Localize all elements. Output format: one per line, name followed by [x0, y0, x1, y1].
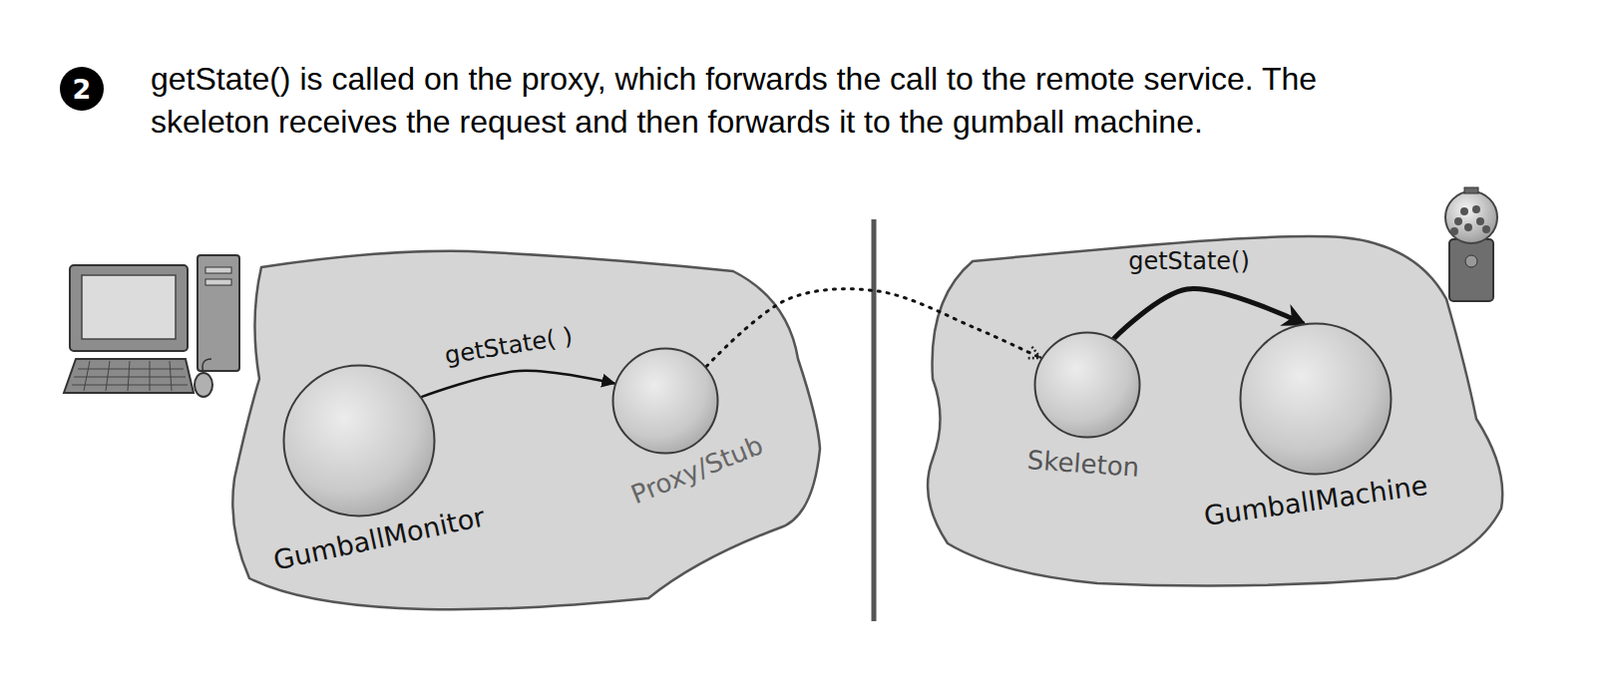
- machine-cap: [1464, 187, 1479, 194]
- server-region: [927, 236, 1503, 586]
- gumball: [1454, 217, 1463, 226]
- tower-slot: [205, 279, 232, 286]
- object-ball: [1240, 324, 1392, 475]
- computer-icon: [63, 255, 240, 398]
- client-region: [232, 251, 820, 610]
- object-circle: GumballMachine: [1238, 322, 1393, 476]
- circle-outline: [611, 347, 720, 455]
- machine-coin-slot: [1465, 255, 1478, 268]
- gumball: [1464, 223, 1473, 232]
- gumball-machine-icon: [1445, 187, 1498, 302]
- machine-base: [1449, 239, 1494, 302]
- tower-slot: [205, 267, 232, 274]
- gumball: [1476, 217, 1485, 226]
- tower: [197, 255, 240, 372]
- method-label: getState(): [1128, 248, 1250, 275]
- circle-outline: [282, 364, 436, 518]
- gumball: [1472, 205, 1481, 214]
- circle-outline: [1238, 322, 1393, 476]
- method-call-arrow: [1114, 289, 1303, 340]
- mouse-cable: [202, 359, 212, 374]
- step-description: getState() is called on the proxy, which…: [150, 57, 1328, 144]
- mouse: [194, 373, 213, 398]
- object-circle: Proxy/Stub: [611, 347, 720, 455]
- network-divider: [871, 219, 877, 622]
- object-ball: [1035, 333, 1141, 438]
- method-call-arrow: [421, 371, 615, 398]
- gumball: [1482, 225, 1491, 234]
- monitor-frame: [69, 265, 188, 352]
- monitor-screen: [81, 275, 176, 340]
- circle-outline: [1033, 331, 1142, 439]
- object-ball: [613, 349, 719, 454]
- object-circle: Skeleton: [1033, 331, 1142, 439]
- object-ball: [284, 366, 435, 517]
- object-name: GumballMachine: [1201, 469, 1430, 532]
- callout-circle: [59, 66, 104, 111]
- gumball: [1450, 227, 1459, 236]
- gumball: [1460, 207, 1469, 216]
- gumballs: [1450, 205, 1491, 236]
- machine-globe: [1445, 191, 1498, 244]
- callout-number: 2: [72, 75, 92, 103]
- object-circle: GumballMonitor: [282, 364, 436, 518]
- remote-call-link: [706, 289, 1041, 368]
- object-name: Skeleton: [1026, 445, 1141, 484]
- method-label: getState( ): [442, 323, 575, 370]
- keyboard-keys: [71, 361, 188, 392]
- keyboard: [63, 359, 194, 394]
